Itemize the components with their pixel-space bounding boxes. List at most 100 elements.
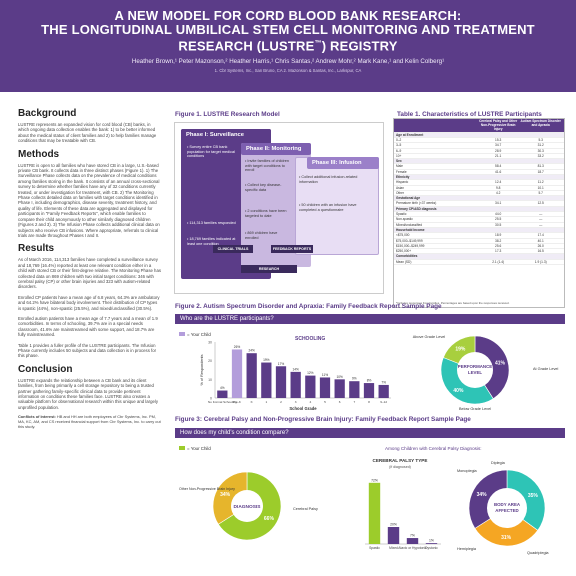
- body-area-slice: [506, 469, 546, 531]
- methods-heading: Methods: [18, 148, 60, 160]
- bar: [425, 543, 438, 544]
- legend-your-child: = Your Child: [187, 446, 211, 451]
- table-cell: —: [539, 212, 543, 217]
- y-tick-label: 30: [208, 341, 212, 345]
- table-cell: Comorbidities: [396, 254, 418, 259]
- clinical-trials-tag: CLINICAL TRIALS: [213, 245, 253, 253]
- legend-your-child: = Your Child: [187, 332, 211, 337]
- left-column: Background LUSTRE represents an expanded…: [18, 108, 161, 558]
- phase-1-item: • 18,769 families indicated at least one…: [187, 237, 236, 246]
- bar: [387, 527, 400, 544]
- table-cell: Other: [396, 190, 404, 195]
- bar: [319, 377, 331, 398]
- bar-value-label: 72%: [371, 478, 378, 482]
- bar-value-label: 24%: [248, 349, 255, 353]
- diagnosis-pct-label: 34%: [220, 492, 231, 498]
- table-row: Comorbidities: [394, 254, 564, 260]
- x-tick-label: 4: [309, 400, 311, 404]
- table-cell: 34.1: [495, 201, 502, 206]
- table-cell: $150,000–$249,999: [396, 243, 425, 248]
- table-cell: [477, 228, 520, 232]
- cp-type-subtitle: (if diagnosed): [389, 465, 411, 469]
- table-cell: —: [539, 222, 543, 227]
- table-cell: 40.1: [537, 238, 544, 243]
- phase-3-title: Phase III: Infusion: [307, 157, 379, 169]
- x-tick-label: 7: [353, 400, 355, 404]
- table-row: Household Income: [394, 227, 564, 234]
- table-cell: —: [539, 217, 543, 222]
- bar-value-label: 14%: [292, 367, 299, 371]
- authors: Heather Brown,¹ Peter Mazonson,² Heather…: [131, 58, 445, 66]
- table-cell: 9.8: [495, 185, 501, 190]
- table-cell: Female: [396, 169, 407, 174]
- x-tick-label: 5: [324, 400, 326, 404]
- table-cell: Male: [396, 164, 403, 169]
- table-cell: Mean (SD): [396, 259, 412, 264]
- table-header-row: Cerebral Palsy and Other Non-Progressive…: [394, 119, 564, 133]
- performance-pct-label: 40%: [453, 388, 464, 394]
- cp-type-title: CEREBRAL PALSY TYPE: [373, 458, 428, 463]
- bar: [363, 383, 375, 398]
- conflicts-of-interest: Conflicts of Interest: HB and HH are bot…: [18, 414, 161, 430]
- y-axis-label: % of Respondents: [200, 354, 204, 385]
- table-cell: [519, 159, 562, 163]
- table-cell: Sex: [396, 159, 402, 164]
- bar: [378, 384, 389, 398]
- table-cell: [519, 133, 562, 137]
- conclusion-heading: Conclusion: [18, 363, 73, 375]
- coi-label: Conflicts of Interest:: [18, 414, 56, 420]
- diagnosis-label: DIAGNOSIS: [234, 504, 262, 510]
- diagnosis-pct-label: 66%: [264, 516, 275, 522]
- hemiplegia-label: Hemiplegia: [457, 547, 477, 551]
- table-col-cp: Cerebral Palsy and Other Non-Progressive…: [479, 119, 518, 132]
- bar-value-label: 11%: [322, 373, 328, 377]
- bar-value-label: 4%: [220, 386, 225, 390]
- table-cell: 18.9: [495, 233, 502, 238]
- diplegia-label: Diplegia: [491, 461, 506, 465]
- table-cell: 38.2: [495, 238, 502, 243]
- table-cell: 21.1: [495, 153, 502, 158]
- research-tag: RESEARCH: [241, 265, 297, 273]
- table-cell: [519, 175, 562, 179]
- phase-1-title: Phase I: Surveillance: [181, 129, 271, 141]
- table-cell: 28.9: [495, 148, 502, 153]
- body-area-label: AFFECTED: [495, 508, 518, 513]
- figure-3-subtitle: How does my child's condition compare?: [175, 428, 565, 438]
- table-cell: [519, 207, 562, 211]
- schooling-label: SCHOOLING: [295, 336, 325, 342]
- bar: [368, 482, 381, 544]
- phase-2-title: Phase II: Monitoring: [241, 143, 311, 155]
- table-cell: 26.0: [537, 243, 544, 248]
- table-cell: 11.2: [537, 180, 544, 185]
- table-cell: 41.6: [495, 169, 502, 174]
- results-text-3: Enrolled autism patients have a mean age…: [18, 315, 158, 338]
- x-tick-label: 2: [280, 400, 282, 404]
- body-area-pct-label: 34%: [477, 492, 488, 498]
- performance-pct-label: 41%: [495, 361, 506, 367]
- table-cell: [477, 254, 520, 258]
- table-cell: 4.2: [495, 190, 501, 195]
- performance-label: LEVEL: [468, 370, 482, 375]
- table-cell: 17.3: [495, 249, 502, 254]
- table-row: Gestational Age: [394, 196, 564, 202]
- table-cell: [477, 196, 520, 200]
- table-cell: 30.5: [495, 222, 502, 227]
- legend-swatch: [179, 332, 185, 336]
- conclusion-text: LUSTRE expands the relationship between …: [18, 377, 158, 410]
- feedback-reports-tag: FEEDBACK REPORTS: [271, 245, 313, 253]
- bar: [406, 538, 419, 544]
- table-row: Ethnicity: [394, 174, 564, 181]
- figure-3-title: Figure 3: Cerebral Palsy and Non-Progres…: [175, 416, 471, 423]
- bar-value-label: 17%: [278, 362, 285, 366]
- bar: [334, 379, 345, 398]
